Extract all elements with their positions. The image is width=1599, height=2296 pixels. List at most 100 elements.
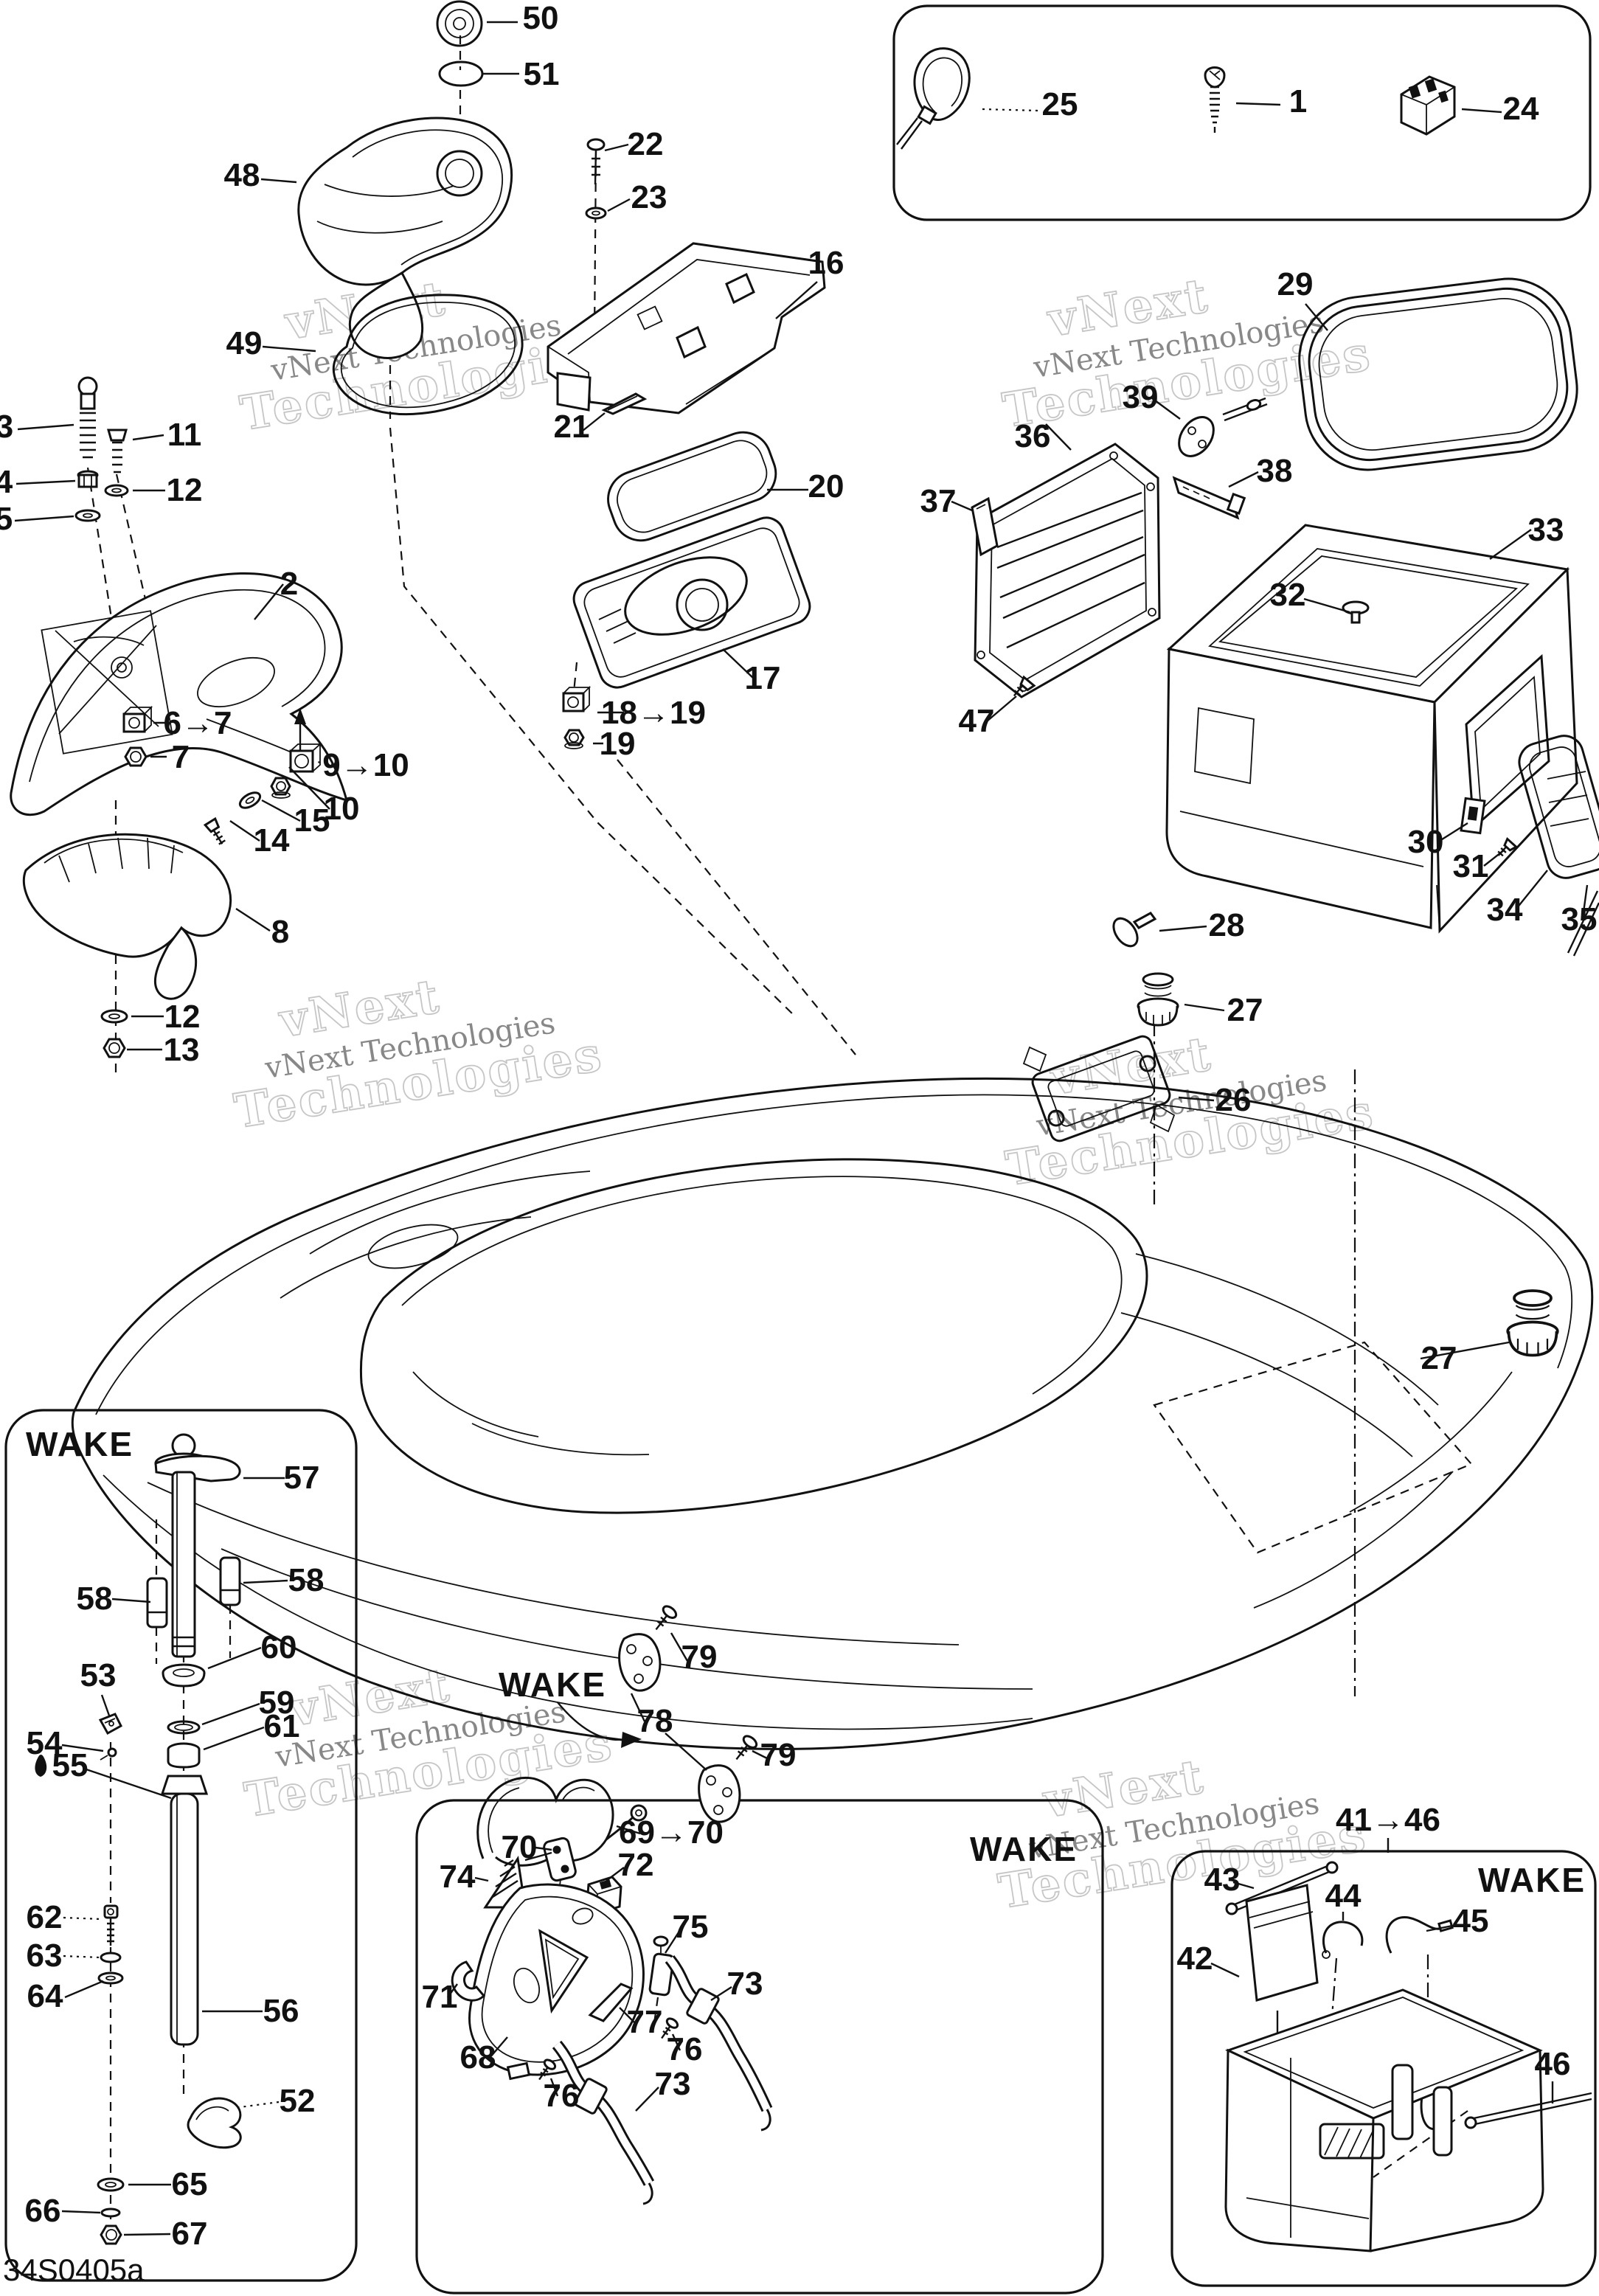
bracket-26-drawing [1022,1035,1176,1142]
hatch-seal-29-drawing [1298,277,1578,471]
leader-lines [14,21,1589,2236]
console-extension-16-drawing [547,242,826,415]
access-door-34-drawing [1518,735,1599,879]
callout-73a: 73 [727,1966,763,2002]
callout-10: 10 [324,791,360,827]
callout-7: 7 [172,739,190,775]
bushing-61-drawing [167,1742,201,1769]
nut-13-drawing [103,1038,126,1058]
nut-4-drawing [77,470,99,488]
callout-73b: 73 [655,2066,691,2102]
callout-45: 45 [1453,1903,1489,1939]
callout-29: 29 [1277,266,1314,302]
callout-28: 28 [1209,907,1245,943]
callout-54: 54 [27,1725,63,1761]
callout-4: 4 [0,464,13,500]
steering-cover-2-drawing [10,572,349,816]
screw-79b-drawing [735,1735,758,1761]
callout-64: 64 [27,1978,63,2014]
callout-15: 15 [294,802,330,839]
fitting-53-drawing [98,1713,122,1735]
callout-58a: 58 [288,1562,325,1598]
callout-27a: 27 [1227,992,1263,1028]
washer-15-drawing [238,791,262,809]
callout-61: 61 [264,1708,300,1744]
retainer-clip-24-drawing [1400,75,1456,136]
callout-56: 56 [263,1993,299,2029]
bolt-14-drawing [203,816,226,845]
screw-79a-drawing [655,1605,678,1631]
callout-1: 1 [1289,83,1307,119]
callout-24: 24 [1503,91,1539,127]
cleat-52-drawing [187,2097,242,2149]
washer-5-drawing [74,509,101,522]
grease-droplet-icon [35,1755,47,1777]
callout-43: 43 [1204,1862,1241,1898]
callout-26: 26 [1215,1082,1252,1118]
callout-5: 5 [0,501,13,537]
callout-79b: 79 [760,1737,797,1773]
callout-3: 3 [0,409,13,445]
callout-r69: 69→70 [619,1814,724,1851]
wake-kit-box-middle [415,1799,1104,2295]
callout-63: 63 [27,1938,63,1974]
callout-34: 34 [1487,892,1523,928]
wake-label-hull-arrow: WAKE [499,1665,606,1704]
callout-65: 65 [172,2166,208,2202]
callout-79a: 79 [681,1639,718,1675]
bracket-plate-78a-drawing [618,1633,662,1692]
washer-64-drawing [97,1971,124,1985]
callout-20: 20 [808,468,844,504]
screw-62-drawing [103,1904,119,1946]
mount-arrow-head [294,708,306,724]
callout-16: 16 [808,245,844,281]
bracket-plate-78b-drawing [698,1764,741,1823]
clip-30-drawing [1460,797,1486,835]
callout-76a: 76 [667,2031,703,2067]
callout-46: 46 [1535,2046,1571,2082]
strip-37-drawing [971,496,999,557]
callout-53: 53 [80,1657,117,1693]
callout-47: 47 [959,703,995,739]
plug-32-drawing [1342,600,1370,624]
gasket-20-drawing [607,431,777,542]
square-nut-18-drawing [562,685,592,712]
callout-25: 25 [1042,86,1078,122]
callout-38: 38 [1257,453,1293,489]
ring-60-drawing [162,1663,206,1688]
callout-17: 17 [745,660,781,696]
washer-12b-drawing [100,1009,128,1024]
callout-48: 48 [224,157,260,193]
callout-11: 11 [167,417,202,453]
callout-70: 70 [502,1829,538,1865]
bracket-38-drawing [1172,476,1246,520]
drain-plug-27b-drawing [1506,1289,1559,1357]
callout-51: 51 [524,56,560,92]
callout-33: 33 [1528,512,1564,548]
callout-78: 78 [637,1703,673,1739]
washer-65-drawing [97,2177,125,2192]
callout-75: 75 [673,1909,709,1945]
mast-tube-56-drawing [160,1775,209,2046]
nut-19-drawing [563,729,585,749]
callout-31: 31 [1453,848,1489,884]
trim-strip-21-drawing [601,392,648,415]
callout-14: 14 [254,822,290,859]
callout-22: 22 [628,126,664,162]
callout-12a: 12 [167,472,203,508]
callout-52: 52 [280,2083,316,2119]
callout-44: 44 [1325,1878,1362,1914]
wake-kit-box-left [4,1409,358,2282]
callout-35: 35 [1561,901,1598,937]
washer-66-drawing [100,2207,121,2218]
callout-36: 36 [1015,418,1051,454]
pin-54-drawing [100,1747,117,1761]
callout-62: 62 [27,1899,63,1935]
callout-66: 66 [25,2193,61,2229]
callout-59: 59 [259,1685,295,1721]
lower-shroud-8-drawing [22,833,232,1000]
screw-1-drawing [1204,66,1226,133]
